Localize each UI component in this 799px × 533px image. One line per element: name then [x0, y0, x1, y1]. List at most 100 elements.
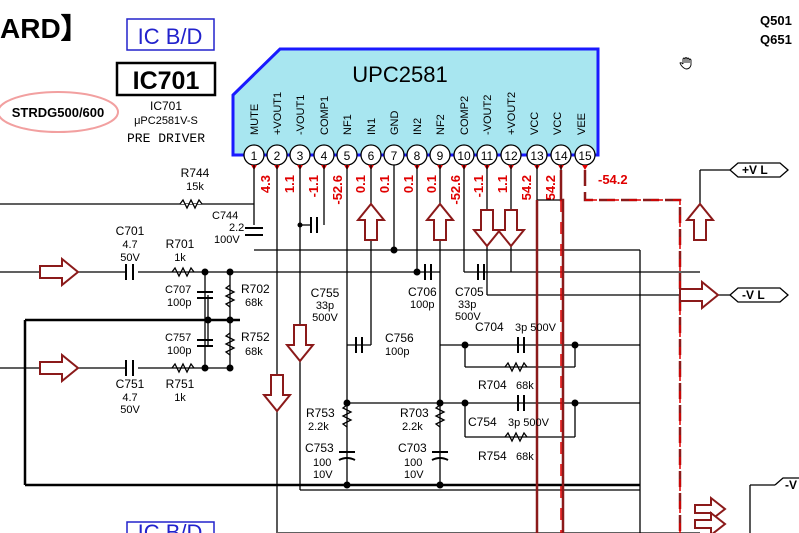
arrow-down-mid [284, 324, 316, 363]
pin-name-4: COMP1 [319, 96, 331, 135]
voltage-pin-8: 0.1 [401, 175, 416, 193]
label-c701: C701 [116, 224, 145, 238]
pin-name-1: MUTE [249, 104, 261, 135]
arrow-down-pin12 [495, 209, 527, 248]
pin-voltages: 4.3 1.1 -1.1 -52.6 0.1 0.1 0.1 0.1 -52.6… [258, 172, 628, 205]
voltage-pin-14: 54.2 [543, 175, 558, 200]
pin-num-1: 1 [251, 149, 258, 163]
rail-neg-label: -V L [742, 288, 765, 302]
ic-part-number: μPC2581V-S [134, 115, 198, 127]
pin-name-labels: MUTE +VOUT1 -VOUT1 COMP1 NF1 IN1 GND IN2… [249, 92, 588, 135]
pin-name-14: VCC [552, 112, 564, 135]
label-r701: R701 [166, 237, 195, 251]
label-c756: C756 [385, 331, 414, 345]
voltage-pin-2: 1.1 [282, 175, 297, 193]
value-c706: 100p [410, 299, 434, 311]
value2-c701: 50V [120, 252, 140, 264]
pin-num-2: 2 [274, 149, 281, 163]
hand-cursor-icon [679, 57, 692, 70]
pin-name-2: +VOUT1 [272, 92, 284, 135]
value2-c751: 50V [120, 404, 140, 416]
ic-function: PRE DRIVER [127, 131, 205, 146]
pin-num-10: 10 [457, 149, 471, 163]
ic-sub-designator: IC701 [150, 99, 182, 113]
pin-num-9: 9 [437, 149, 444, 163]
junction-dots [201, 222, 579, 489]
value1-c753: 100 [313, 457, 331, 469]
label-r754: R754 [478, 449, 507, 463]
value-c756: 100p [385, 346, 409, 358]
ic-designator-box [115, 61, 217, 97]
value-c757: 100p [167, 345, 191, 357]
pin-num-14: 14 [554, 149, 568, 163]
ref-q651: Q651 [760, 32, 792, 47]
label-r751: R751 [166, 377, 195, 391]
arrow-input-2 [39, 352, 80, 384]
value-r754: 68k [516, 451, 534, 463]
pin-num-8: 8 [414, 149, 421, 163]
arrow-right-bottom-1 [694, 495, 727, 523]
voltage-pin-9: 0.1 [424, 175, 439, 193]
pin-name-6: IN1 [366, 118, 378, 135]
pin-num-11: 11 [481, 149, 494, 163]
pin-name-10: COMP2 [459, 96, 471, 135]
title-fragment: ARD】 [0, 13, 89, 44]
value2-c753: 10V [313, 469, 333, 481]
ic-designator: IC701 [133, 67, 200, 95]
voltage-pin-12: 1.1 [495, 175, 510, 193]
voltage-pin-11: -1.1 [471, 175, 486, 197]
label-c755: C755 [311, 286, 340, 300]
pin-name-7: GND [389, 111, 401, 136]
signal-flow-arrows [39, 202, 727, 533]
pin-num-6: 6 [368, 149, 375, 163]
voltage-pin-3: -1.1 [306, 175, 321, 197]
arrow-down-pin11 [471, 209, 503, 248]
rail-connectors [729, 162, 799, 486]
component-labels: R744 15k C744 2.2 100V C701 4.7 50V R701… [116, 166, 557, 481]
rail-pos-label: +V L [742, 163, 768, 177]
value1-c744: 2.2 [229, 222, 244, 234]
voltage-pin-15: -54.2 [598, 172, 628, 187]
board-label: IC B/D [138, 24, 203, 49]
label-c705: C705 [455, 285, 484, 299]
pin-num-4: 4 [321, 149, 328, 163]
value1-c751: 4.7 [122, 392, 137, 404]
voltage-pin-10: -52.6 [448, 175, 463, 205]
rail-neg-connector [729, 287, 789, 303]
pin-name-12: +VOUT2 [506, 92, 518, 135]
value-r753: 2.2k [308, 421, 329, 433]
label-r703: R703 [400, 406, 429, 420]
value-r744: 15k [186, 181, 204, 193]
label-r753: R753 [306, 406, 335, 420]
model-note: STRDG500/600 [12, 105, 105, 120]
voltage-pin-6: 0.1 [377, 175, 392, 193]
label-r704: R704 [478, 378, 507, 392]
pin-name-3: -VOUT1 [295, 95, 307, 135]
value2-c705: 500V [455, 311, 481, 323]
value-r752: 68k [245, 346, 263, 358]
arrow-up-right [684, 202, 716, 241]
value-c754: 3p 500V [508, 417, 550, 429]
pin-num-13: 13 [530, 149, 544, 163]
label-r702: R702 [241, 282, 270, 296]
value-c704: 3p 500V [515, 322, 557, 334]
voltage-pin-1: 4.3 [258, 175, 273, 193]
label-r752: R752 [241, 330, 270, 344]
arrow-up-pin6 [355, 202, 387, 241]
label-c706: C706 [408, 285, 437, 299]
board-label-bottom-box [126, 521, 215, 533]
value-r704: 68k [516, 380, 534, 392]
pin-name-11: -VOUT2 [482, 95, 494, 135]
pin-num-7: 7 [391, 149, 398, 163]
component-symbols [125, 198, 528, 461]
value-r702: 68k [245, 297, 263, 309]
label-c704: C704 [475, 320, 504, 334]
label-c754: C754 [468, 415, 497, 429]
label-c744: C744 [212, 210, 238, 222]
value-c707: 100p [167, 297, 191, 309]
label-c751: C751 [116, 377, 145, 391]
value2-c744: 100V [214, 234, 240, 246]
label-c757: C757 [165, 332, 191, 344]
value2-c703: 10V [404, 469, 424, 481]
